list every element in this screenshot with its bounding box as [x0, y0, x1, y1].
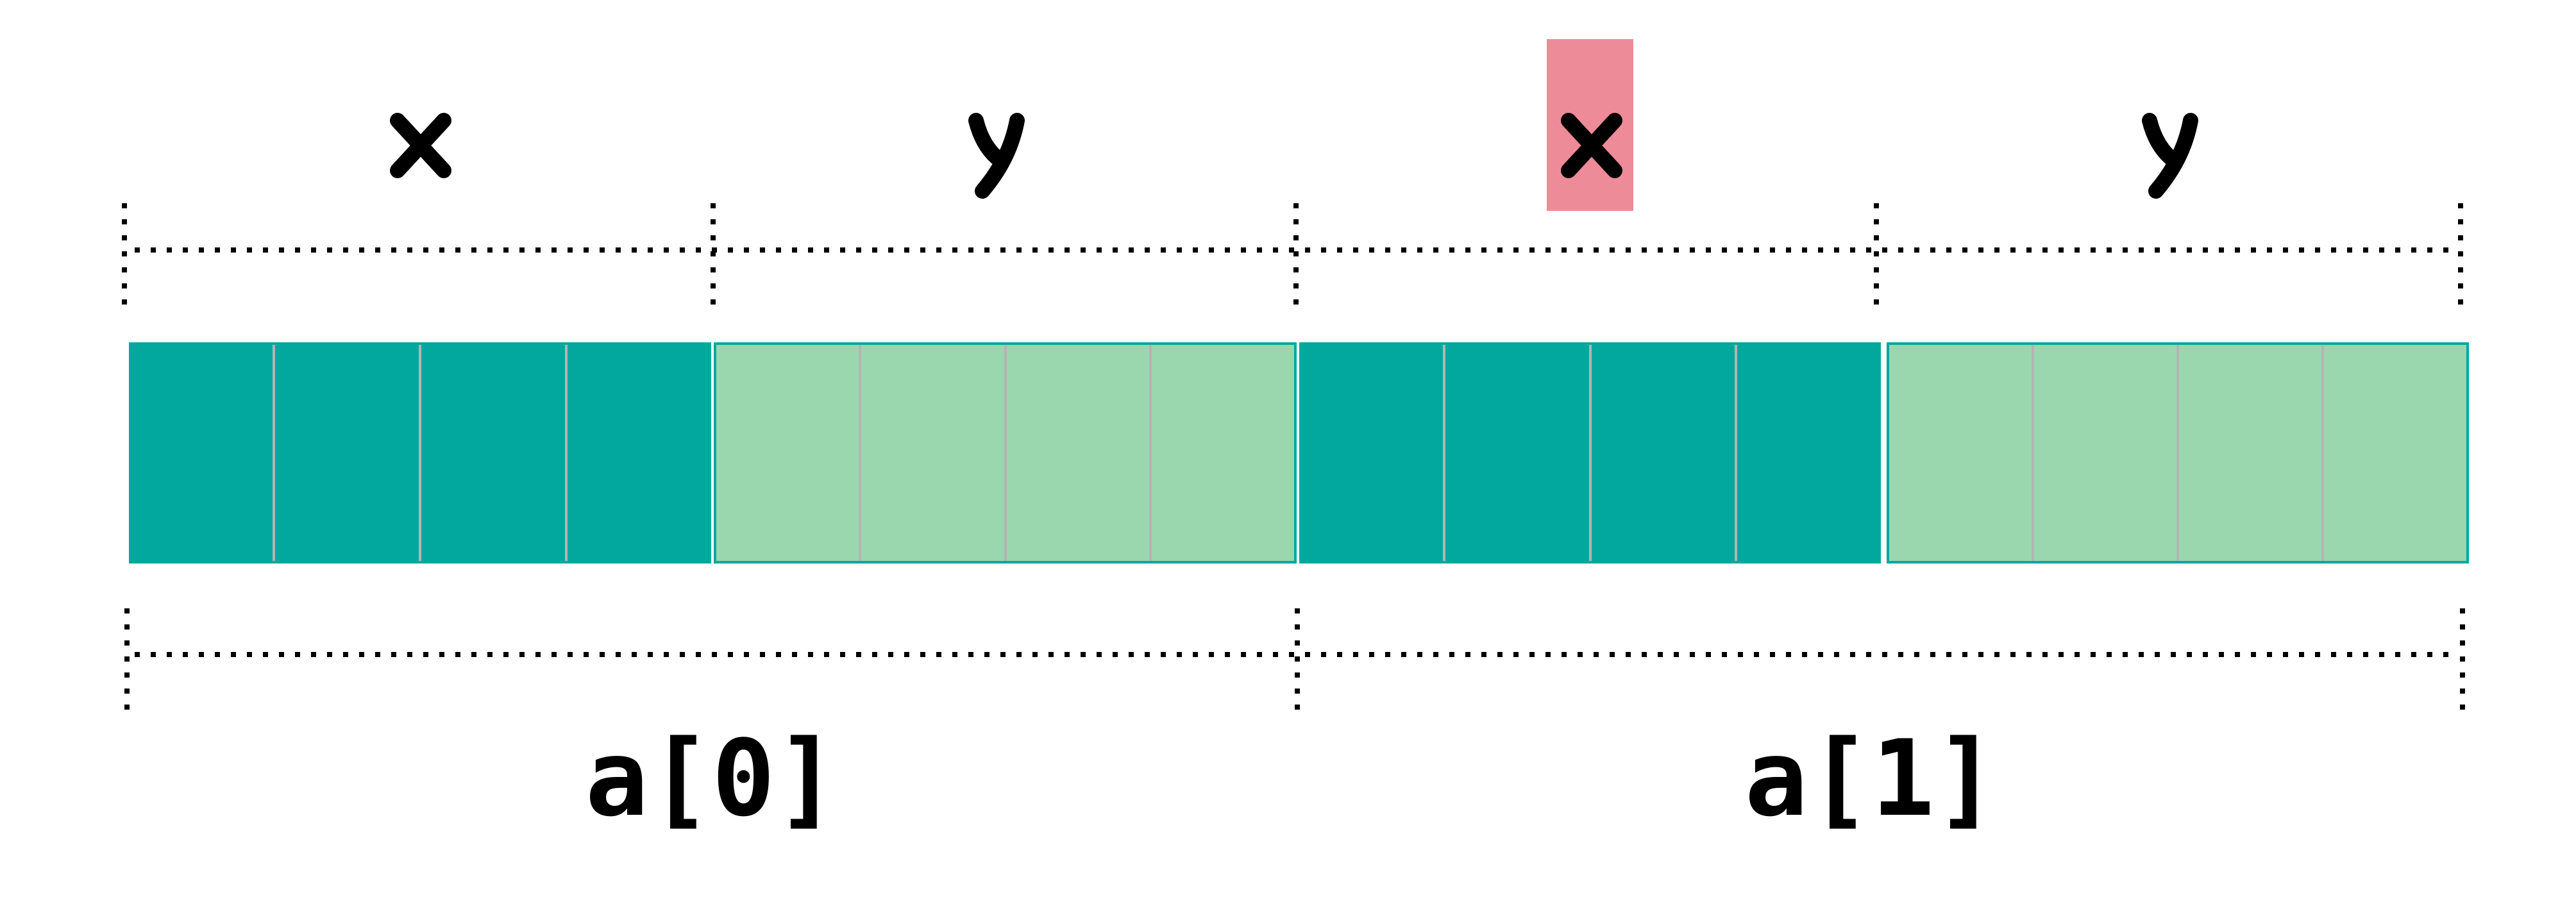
x-glyph-icon	[390, 113, 451, 178]
field-label-x-0: x	[385, 109, 455, 205]
memory-block-a1-y	[1887, 342, 2469, 563]
byte-cell	[2324, 345, 2466, 561]
byte-cell	[2179, 345, 2324, 561]
field-label-x-1: x	[1556, 109, 1626, 205]
field-ruler-tick	[1293, 203, 1299, 306]
memory-block-a0-y	[714, 342, 1297, 563]
element-label-a1: a[1]	[1744, 717, 1998, 840]
field-label-y-1: y	[2135, 109, 2206, 205]
memory-block-a0-x	[129, 342, 711, 563]
field-label-y-0: y	[962, 109, 1032, 205]
element-ruler-line	[135, 652, 2450, 657]
byte-cell	[1592, 345, 1738, 561]
byte-cell	[421, 345, 568, 561]
y-glyph-icon	[968, 113, 1025, 199]
byte-cell	[861, 345, 1007, 561]
field-ruler-line	[135, 247, 2450, 253]
byte-cell	[2034, 345, 2179, 561]
byte-cell	[1737, 345, 1881, 561]
byte-cell	[568, 345, 711, 561]
element-label-a0: a[0]	[585, 717, 839, 840]
byte-cell	[1445, 345, 1592, 561]
element-ruler-tick	[2460, 608, 2465, 711]
field-label-text: y	[962, 205, 963, 206]
memory-block-a1-x	[1299, 342, 1881, 563]
field-label-text: y	[2135, 205, 2136, 206]
byte-cell	[1007, 345, 1152, 561]
field-ruler-tick	[711, 203, 716, 306]
element-ruler-tick	[124, 608, 130, 711]
field-ruler-tick	[2458, 203, 2463, 306]
field-ruler-tick	[1874, 203, 1879, 306]
byte-cell	[1152, 345, 1294, 561]
byte-cell	[1889, 345, 2034, 561]
field-ruler-tick	[122, 203, 127, 306]
byte-cell	[129, 345, 275, 561]
element-ruler-tick	[1295, 608, 1300, 711]
byte-cell	[275, 345, 421, 561]
y-glyph-icon	[2142, 113, 2198, 199]
byte-cell	[716, 345, 862, 561]
byte-cell	[1299, 345, 1445, 561]
x-glyph-icon	[1561, 113, 1622, 178]
